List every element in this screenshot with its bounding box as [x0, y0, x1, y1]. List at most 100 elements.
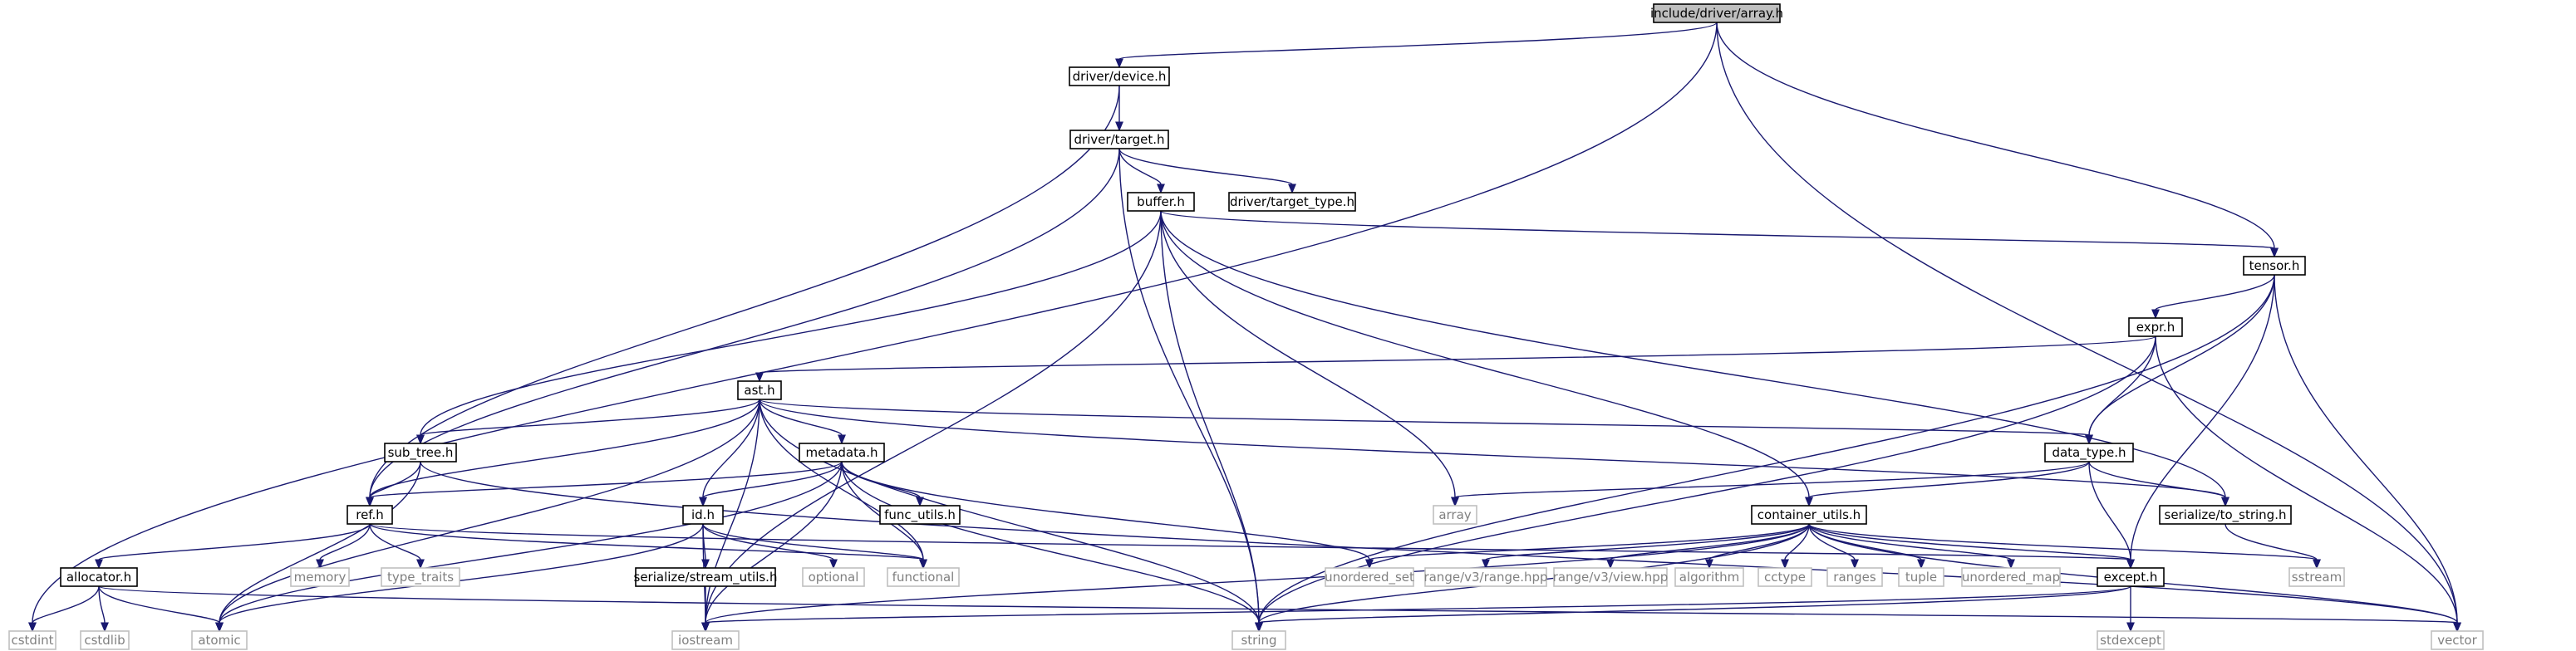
- edge-arrowhead: [838, 434, 846, 445]
- edge-line: [759, 399, 2226, 498]
- node-ref-h[interactable]: ref.h: [347, 505, 393, 525]
- node-vector: vector: [2431, 630, 2484, 650]
- node-unordered-set: unordered_set: [1325, 567, 1414, 587]
- edge-container_utils_h-to-cctype: [1781, 523, 1810, 570]
- edge-line: [2274, 274, 2458, 624]
- edge-line: [1485, 523, 1810, 560]
- node-label: metadata.h: [806, 445, 878, 460]
- node-box: [1424, 567, 1547, 587]
- node-range-v3-range-hpp: range/v3/range.hpp: [1423, 567, 1548, 587]
- edge-expr_h-to-ast_h: [755, 335, 2156, 383]
- node-box: [1757, 567, 1812, 587]
- edge-line: [759, 399, 924, 560]
- edge-line: [98, 523, 371, 560]
- node-serialize-to-string-h[interactable]: serialize/to_string.h: [2159, 505, 2292, 525]
- node-sstream: sstream: [2288, 567, 2345, 587]
- edge-line: [369, 461, 421, 498]
- node-except-h[interactable]: except.h: [2097, 567, 2165, 587]
- node-label: expr.h: [2136, 320, 2175, 335]
- edge-arrowhead: [416, 559, 425, 570]
- edge-line: [702, 523, 834, 560]
- node-label: cstdlib: [84, 633, 125, 648]
- edge-data_type_h-to-container_utils_h: [1805, 461, 2090, 507]
- edge-arrowhead: [28, 622, 37, 633]
- edge-line: [420, 399, 760, 436]
- edge-container_utils_h-to-range_v3_range_hpp: [1482, 523, 1810, 570]
- node-device-h[interactable]: driver/device.h: [1069, 66, 1170, 86]
- node-func-utils-h[interactable]: func_utils.h: [879, 505, 961, 525]
- node-label: vector: [2437, 633, 2477, 648]
- node-box: [802, 567, 865, 587]
- node-label: iostream: [678, 633, 733, 648]
- node-box: [1433, 505, 1477, 525]
- node-array-h[interactable]: include/driver/array.h: [1650, 3, 1783, 23]
- node-box: [1228, 192, 1356, 212]
- edge-arrowhead: [416, 434, 425, 445]
- node-data-type-h[interactable]: data_type.h: [2044, 443, 2134, 463]
- node-box: [1961, 567, 2061, 587]
- node-memory: memory: [290, 567, 350, 587]
- node-label: serialize/stream_utils.h: [634, 570, 778, 585]
- node-label: driver/target.h: [1074, 132, 1164, 147]
- edge-arrowhead: [916, 497, 924, 507]
- edge-ref_h-to-functional: [369, 523, 927, 570]
- node-label: driver/target_type.h: [1230, 194, 1354, 210]
- node-sub-tree-h[interactable]: sub_tree.h: [384, 443, 457, 463]
- edge-line: [219, 461, 843, 624]
- edge-line: [219, 399, 760, 624]
- edge-line: [2225, 523, 2318, 560]
- node-box: [1231, 630, 1286, 650]
- node-expr-h[interactable]: expr.h: [2128, 317, 2183, 337]
- node-metadata-h[interactable]: metadata.h: [799, 443, 885, 463]
- edge-line: [1258, 274, 2275, 624]
- node-label: sub_tree.h: [388, 445, 454, 461]
- node-id-h[interactable]: id.h: [682, 505, 724, 525]
- node-serialize-stream-utils-h[interactable]: serialize/stream_utils.h: [634, 567, 778, 587]
- edge-arrowhead: [215, 622, 224, 633]
- edge-line: [98, 585, 2458, 624]
- node-box: [1127, 192, 1195, 212]
- edge-line: [369, 148, 1120, 498]
- node-box: [1898, 567, 1944, 587]
- edge-line: [841, 461, 1260, 624]
- node-label: tensor.h: [2249, 258, 2300, 273]
- edge-arrowhead: [1288, 184, 1296, 194]
- node-target-type-h[interactable]: driver/target_type.h: [1228, 192, 1356, 212]
- edge-line: [1160, 210, 1810, 498]
- edge-arrowhead: [1115, 121, 1123, 132]
- node-label: string: [1241, 633, 1276, 648]
- node-container-utils-h[interactable]: container_utils.h: [1751, 505, 1867, 525]
- node-ranges: ranges: [1826, 567, 1883, 587]
- edge-line: [759, 399, 2090, 436]
- node-target-h[interactable]: driver/target.h: [1069, 130, 1169, 149]
- edge-arrowhead: [1917, 559, 1925, 570]
- edge-line: [1258, 335, 2156, 624]
- edge-arrowhead: [699, 497, 707, 507]
- edge-line: [1118, 22, 1718, 60]
- node-label: buffer.h: [1137, 194, 1185, 209]
- edge-arrowhead: [2007, 559, 2015, 570]
- edge-data_type_h-to-array: [1451, 461, 2090, 507]
- edge-arrowhead: [2221, 497, 2229, 507]
- node-box: [737, 380, 782, 400]
- edge-target_h-to-target_type_h: [1118, 148, 1296, 194]
- node-label: cctype: [1764, 570, 1806, 585]
- edge-line: [759, 399, 1260, 624]
- edge-array_h-to-vector: [1716, 22, 2461, 633]
- edge-id_h-to-functional: [702, 523, 927, 570]
- node-allocator-h[interactable]: allocator.h: [60, 567, 138, 587]
- edge-allocator_h-to-cstdint: [28, 585, 100, 633]
- edge-line: [319, 523, 371, 560]
- edge-arrowhead: [1365, 559, 1374, 570]
- node-ast-h[interactable]: ast.h: [737, 380, 782, 400]
- node-unordered-map: unordered_map: [1961, 567, 2061, 587]
- node-buffer-h[interactable]: buffer.h: [1127, 192, 1195, 212]
- node-label: stdexcept: [2100, 633, 2161, 648]
- edge-line: [702, 461, 843, 498]
- node-box: [2044, 443, 2134, 463]
- edge-line: [98, 585, 220, 624]
- edge-line: [705, 585, 2131, 624]
- node-tensor-h[interactable]: tensor.h: [2243, 256, 2306, 276]
- node-label: ref.h: [356, 507, 384, 522]
